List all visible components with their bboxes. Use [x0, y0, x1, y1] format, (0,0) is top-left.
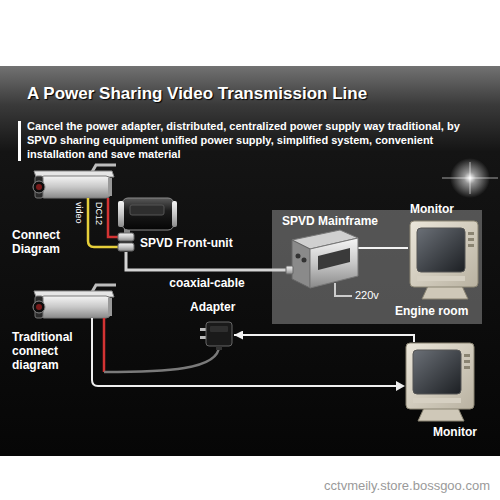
camera — [33, 165, 116, 198]
monitor: Monitor — [404, 342, 476, 422]
front-unit-device — [118, 233, 134, 241]
cable-label: DC12 — [94, 202, 104, 225]
video-line — [92, 318, 405, 391]
cable-label: video — [74, 202, 84, 224]
mainframe-device — [286, 266, 293, 274]
front-unit: SPVD Front-unit — [116, 196, 176, 252]
camera — [35, 296, 43, 318]
mainframe-device — [302, 258, 307, 263]
video-line — [396, 381, 405, 391]
monitor-device — [417, 228, 465, 272]
connector — [126, 252, 288, 270]
mainframe-device — [296, 254, 301, 259]
voltage-label: 220v — [355, 289, 379, 302]
mainframe-device — [286, 230, 358, 288]
mainframe-device — [318, 248, 350, 270]
power-cable — [104, 346, 219, 372]
monitor-device — [468, 244, 474, 247]
adapter-device — [200, 322, 232, 350]
adapter-device — [200, 336, 206, 339]
monitor-device — [422, 286, 468, 299]
front-unit-device — [172, 201, 177, 227]
mainframe-device — [292, 240, 310, 288]
text-bar — [18, 121, 21, 161]
camera — [40, 176, 110, 198]
connector — [358, 247, 408, 249]
power-cable — [103, 318, 106, 372]
monitor-device — [413, 350, 461, 394]
region-fill — [272, 210, 482, 324]
adapter-device — [216, 346, 222, 350]
description: Cancel the power adapter, distributed, c… — [27, 119, 467, 161]
adapter: Adapter — [204, 320, 234, 350]
adapter-device — [200, 328, 206, 331]
front-unit-device — [118, 201, 124, 227]
region-fill — [272, 210, 482, 324]
monitor-device — [464, 360, 470, 363]
monitor-device — [413, 398, 461, 403]
power-cable — [104, 318, 219, 372]
lens-flare — [470, 162, 471, 194]
camera — [35, 176, 43, 198]
camera — [108, 298, 112, 316]
camera — [40, 296, 110, 318]
node-label: Adapter — [190, 300, 235, 314]
node-label: SPVD Mainframe — [282, 214, 378, 228]
engine-room-region: Engine room SPVD Mainframe Monitor — [272, 210, 482, 324]
mainframe: SPVD Mainframe — [288, 230, 358, 288]
monitor-device — [464, 366, 470, 369]
node-label: Monitor — [410, 202, 454, 216]
monitor-device — [410, 221, 478, 299]
node-label: Engine room — [395, 304, 468, 318]
mains-lead — [335, 283, 352, 296]
edge-label: coaxial-cable — [169, 276, 244, 290]
monitor-device — [468, 238, 474, 241]
camera — [108, 178, 112, 196]
row-label: Connect Diagram — [12, 228, 76, 256]
camera — [33, 181, 45, 193]
monitor-device — [410, 221, 478, 287]
camera — [36, 304, 42, 310]
node-label: SPVD Front-unit — [140, 236, 233, 250]
video-line — [92, 318, 396, 386]
mainframe-device — [310, 238, 358, 288]
lens-flare — [442, 158, 498, 198]
camera — [33, 285, 116, 318]
dark-panel — [0, 66, 500, 456]
camera-cable — [88, 198, 118, 247]
camera-cable — [88, 198, 118, 247]
camera-cable — [108, 198, 118, 237]
adapter-device — [206, 322, 232, 346]
camera — [36, 184, 42, 190]
monitor-device — [468, 232, 474, 235]
front-unit-device — [130, 205, 164, 215]
monitor-device — [464, 354, 470, 357]
monitor-device — [406, 343, 474, 421]
row-label: Traditional connect diagram — [12, 330, 88, 372]
mains-lead — [335, 283, 352, 296]
monitor-device — [406, 343, 474, 409]
front-unit-device — [122, 198, 174, 230]
watermark: cctvmeily.store.bossgoo.com — [324, 478, 490, 493]
monitor-device — [417, 276, 465, 281]
connector — [234, 335, 414, 342]
node-label: Monitor — [433, 425, 477, 439]
camera — [33, 301, 45, 313]
monitor-device — [418, 408, 464, 421]
front-unit-device — [118, 243, 134, 251]
adapter-device — [210, 326, 228, 332]
title: A Power Sharing Video Transmission Line — [27, 84, 367, 104]
monitor: Monitor — [408, 220, 480, 300]
